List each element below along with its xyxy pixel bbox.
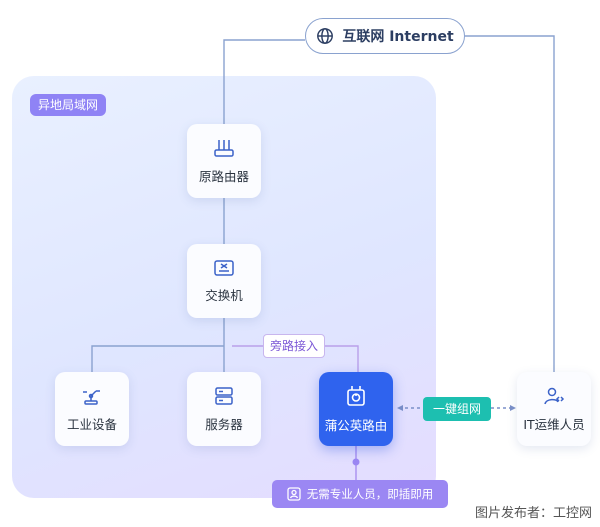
pgy-router-icon bbox=[347, 385, 365, 406]
it-ops-label: IT运维人员 bbox=[523, 416, 585, 432]
internet-label: 互联网 Internet bbox=[342, 29, 454, 45]
bypass-access-label: 旁路接入 bbox=[263, 334, 325, 358]
pgy-router-node[interactable]: 蒲公英路由 bbox=[319, 372, 393, 446]
line-switch-industrial bbox=[91, 345, 224, 372]
pgy-router-label: 蒲公英路由 bbox=[324, 417, 388, 433]
arrow-left bbox=[397, 405, 403, 411]
region-label: 异地局域网 bbox=[30, 94, 107, 116]
it-ops-node[interactable]: IT运维人员 bbox=[517, 372, 591, 446]
industrial-device-node[interactable]: 工业设备 bbox=[55, 372, 129, 446]
internet-node[interactable]: 互联网 Internet bbox=[305, 18, 465, 54]
server-label: 服务器 bbox=[205, 416, 243, 432]
industrial-device-label: 工业设备 bbox=[66, 416, 117, 432]
publisher-watermark: 图片发布者：工控网 bbox=[474, 506, 592, 521]
server-icon bbox=[215, 386, 233, 405]
server-node[interactable]: 服务器 bbox=[187, 372, 261, 446]
robot-arm-icon bbox=[83, 389, 100, 405]
it-person-icon bbox=[544, 387, 565, 404]
switch-node[interactable]: 交换机 bbox=[187, 244, 261, 318]
line-bypass-pgy bbox=[323, 345, 359, 372]
line-internet-itops bbox=[465, 35, 555, 372]
globe-icon bbox=[317, 28, 334, 44]
plug-and-play-text: 无需专业人员，即插即用 bbox=[306, 487, 434, 501]
plug-and-play-note: 无需专业人员，即插即用 bbox=[272, 480, 448, 508]
router-node[interactable]: 原路由器 bbox=[187, 124, 261, 198]
router-icon bbox=[214, 139, 234, 157]
connector-dot bbox=[352, 458, 360, 466]
line-router-internet bbox=[223, 39, 305, 124]
user-icon bbox=[287, 487, 301, 501]
one-click-networking-label: 一键组网 bbox=[423, 397, 491, 421]
switch-label: 交换机 bbox=[205, 287, 243, 303]
router-label: 原路由器 bbox=[198, 168, 249, 184]
arrow-right bbox=[510, 405, 516, 411]
switch-icon bbox=[214, 259, 234, 276]
